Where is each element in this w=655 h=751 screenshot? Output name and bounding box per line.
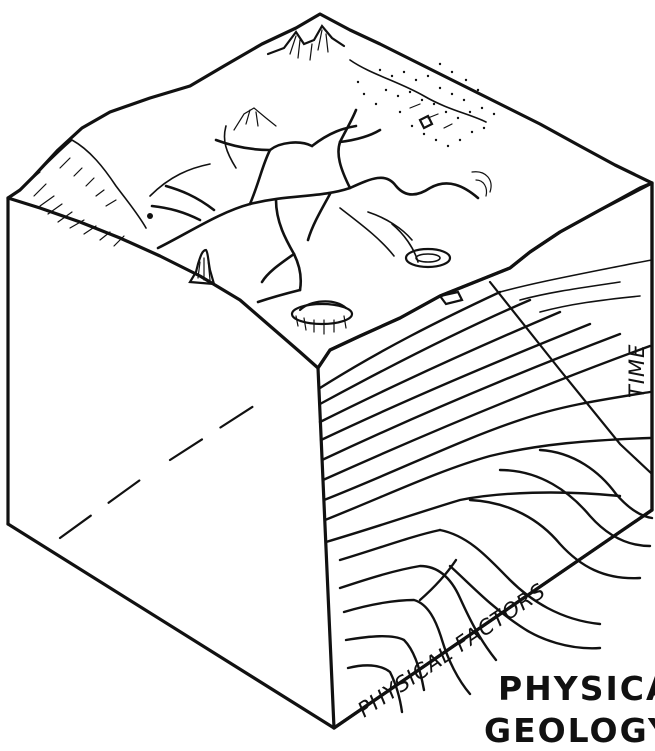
time-label: TIME [625, 344, 649, 398]
mountain-peaks [234, 26, 344, 130]
strata-face [318, 183, 652, 728]
left-ridge [20, 140, 153, 246]
title-line-1: PHYSICAL [498, 669, 655, 708]
surface-features [190, 172, 491, 334]
time-axis-label: TIME [625, 344, 649, 398]
title-line-2: GEOLOGY [484, 711, 655, 750]
page-title: PHYSICAL GEOLOGY [484, 669, 655, 750]
cube-left-face [8, 198, 334, 728]
